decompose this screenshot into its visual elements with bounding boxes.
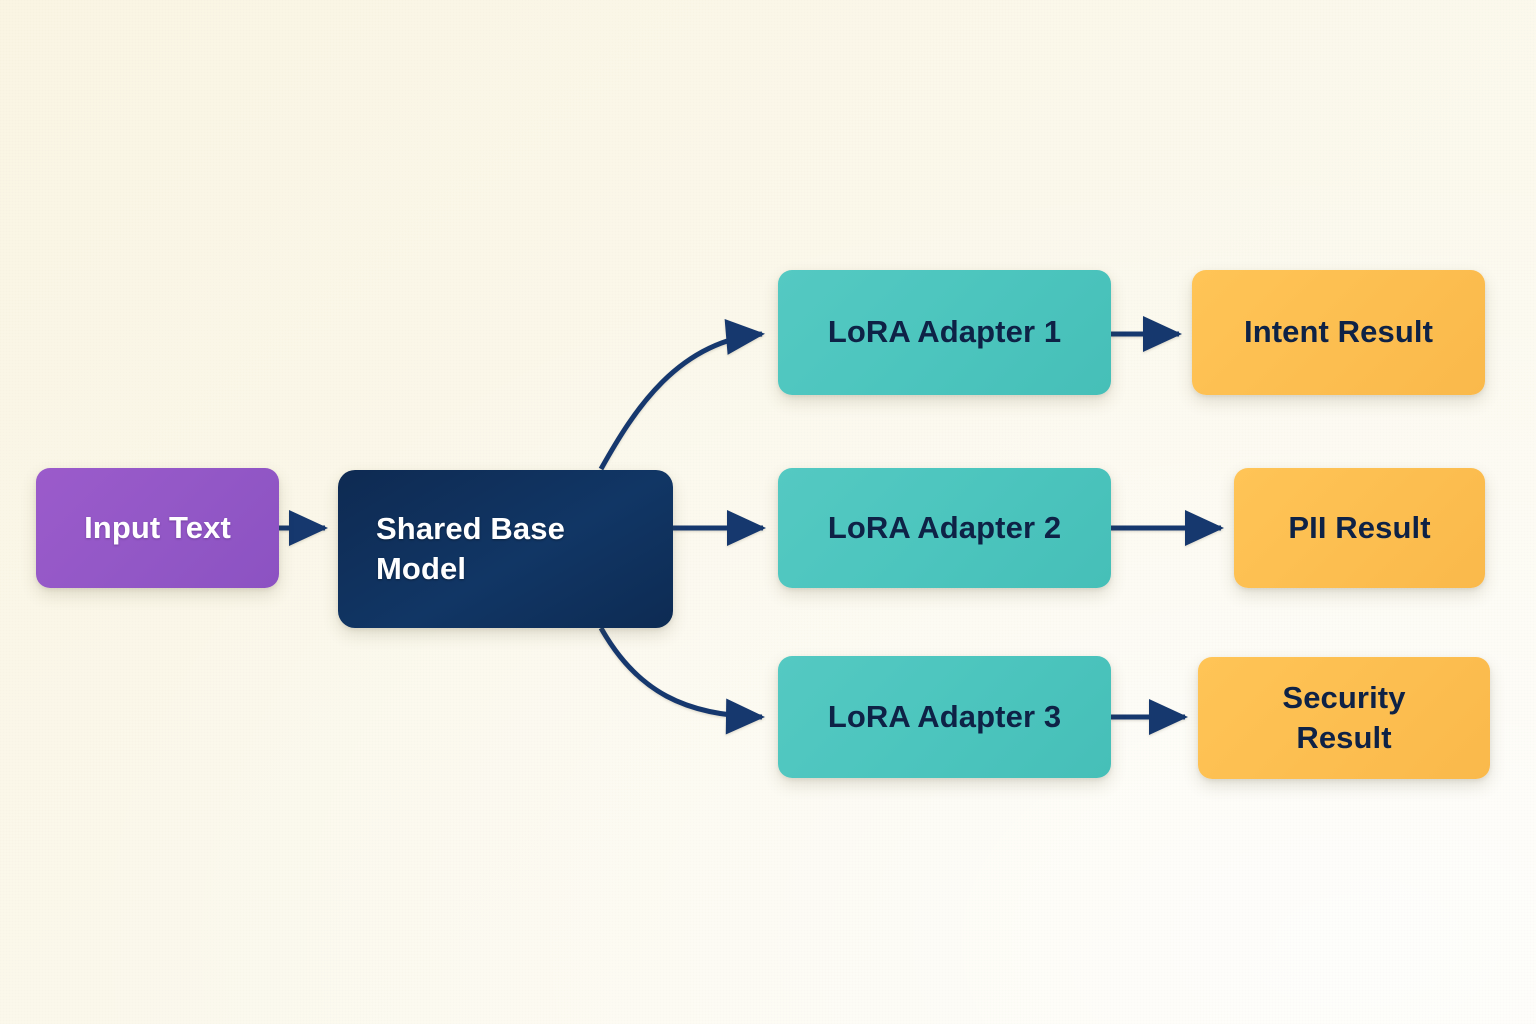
node-input-text[interactable]: Input Text [36, 468, 279, 588]
node-pii-result-label: PII Result [1288, 509, 1431, 545]
node-lora-adapter-1[interactable]: LoRA Adapter 1 [778, 270, 1111, 395]
node-intent-result-label: Intent Result [1243, 314, 1434, 350]
edge-base-to-adapter-3 [598, 626, 765, 735]
node-shared-base-model-label: Shared Base Model [376, 510, 565, 586]
node-security-result[interactable]: Security Result [1198, 657, 1490, 779]
node-lora-adapter-1-label: LoRA Adapter 1 [827, 314, 1062, 350]
node-lora-adapter-2[interactable]: LoRA Adapter 2 [778, 468, 1111, 588]
node-input-text-label: Input Text [84, 509, 231, 545]
node-shared-base-model[interactable]: Shared Base Model [338, 470, 673, 628]
node-pii-result[interactable]: PII Result [1234, 468, 1485, 588]
edge-base-to-adapter-1 [598, 319, 765, 471]
node-lora-adapter-2-label: LoRA Adapter 2 [827, 509, 1062, 545]
node-security-result-label: Security Result [1282, 679, 1406, 755]
node-lora-adapter-3-label: LoRA Adapter 3 [827, 698, 1062, 734]
node-lora-adapter-3[interactable]: LoRA Adapter 3 [778, 656, 1111, 778]
node-intent-result[interactable]: Intent Result [1192, 270, 1485, 395]
